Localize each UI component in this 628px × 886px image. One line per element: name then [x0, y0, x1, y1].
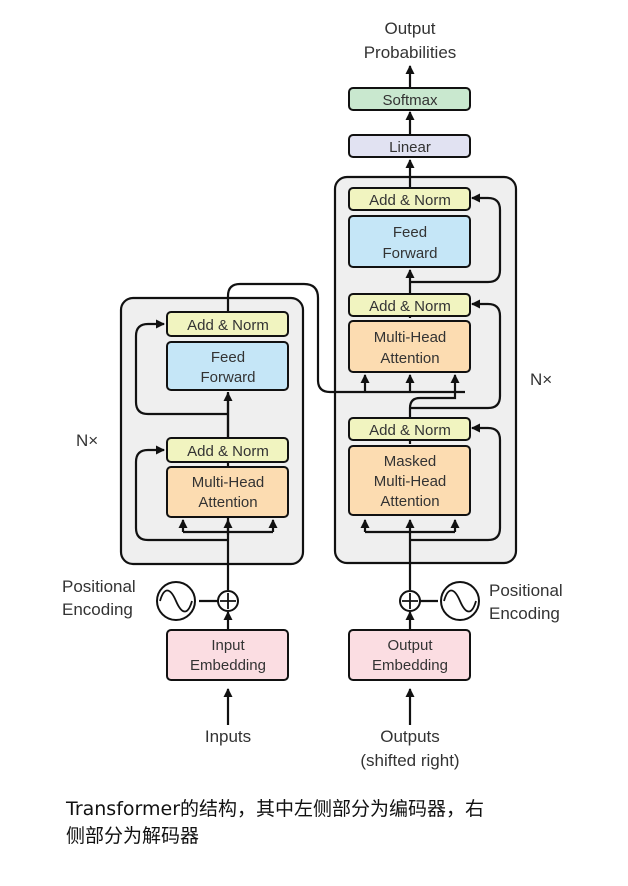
encoder-multi-head-attention: Multi-Head Attention — [166, 466, 289, 518]
transformer-architecture-diagram: Add & Norm Feed Forward Add & Norm Multi… — [62, 19, 563, 770]
decoder-masked-attention: Masked Multi-Head Attention — [348, 445, 471, 516]
decoder-multi-head-attention: Multi-Head Attention — [348, 320, 471, 373]
output-embedding-label-2: Embedding — [372, 657, 448, 674]
decoder-add-norm-middle: Add & Norm — [348, 293, 471, 317]
encoder-stack — [119, 296, 305, 566]
inputs-label: Inputs — [205, 727, 251, 746]
decoder-positional-label-2: Encoding — [489, 604, 560, 623]
decoder-masked-label-2: Multi-Head — [374, 473, 447, 490]
decoder-add-norm-top-label: Add & Norm — [369, 192, 451, 209]
output-probabilities-label-2: Probabilities — [364, 43, 457, 62]
encoder-add-norm-bottom-label: Add & Norm — [187, 443, 269, 460]
decoder-feed-forward-label-1: Feed — [393, 224, 427, 241]
linear-label: Linear — [389, 139, 431, 156]
encoder-positional-label-1: Positional — [62, 577, 136, 596]
decoder-masked-label-1: Masked — [384, 453, 437, 470]
input-embedding-label-2: Embedding — [190, 657, 266, 674]
encoder-feed-forward: Feed Forward — [166, 341, 289, 391]
caption-line-1: Transformer的结构，其中左侧部分为编码器，右 — [66, 798, 485, 820]
figure-caption: Transformer的结构，其中左侧部分为编码器，右 侧部分为解码器 — [66, 796, 586, 850]
input-embedding: Input Embedding — [166, 629, 289, 681]
decoder-add-norm-bottom: Add & Norm — [348, 417, 471, 441]
encoder-attention-label-2: Attention — [198, 494, 257, 511]
encoder-attention-label-1: Multi-Head — [192, 474, 265, 491]
outputs-shifted-label: (shifted right) — [360, 751, 459, 770]
decoder-masked-label-3: Attention — [380, 493, 439, 510]
encoder-add-norm-top: Add & Norm — [166, 311, 289, 337]
encoder-repeat-label: N× — [76, 431, 98, 450]
decoder-add-norm-top: Add & Norm — [348, 187, 471, 211]
input-embedding-label-1: Input — [211, 637, 245, 654]
linear-layer: Linear — [348, 134, 471, 158]
encoder-add-norm-bottom: Add & Norm — [166, 437, 289, 463]
encoder-positional-label-2: Encoding — [62, 600, 133, 619]
decoder-positional-label-1: Positional — [489, 581, 563, 600]
encoder-positional-encoding: Positional Encoding — [62, 577, 239, 621]
output-embedding: Output Embedding — [348, 629, 471, 681]
encoder-add-norm-top-label: Add & Norm — [187, 317, 269, 334]
outputs-label: Outputs — [380, 727, 440, 746]
decoder-feed-forward-label-2: Forward — [382, 245, 437, 262]
decoder-attention-label-1: Multi-Head — [374, 329, 447, 346]
decoder-add-norm-bottom-label: Add & Norm — [369, 422, 451, 439]
decoder-add-norm-middle-label: Add & Norm — [369, 298, 451, 315]
output-embedding-label-1: Output — [387, 637, 433, 654]
encoder-feed-forward-label-2: Forward — [200, 369, 255, 386]
encoder-feed-forward-label-1: Feed — [211, 349, 245, 366]
output-probabilities-label-1: Output — [384, 19, 435, 38]
decoder-feed-forward: Feed Forward — [348, 215, 471, 268]
decoder-repeat-label: N× — [530, 370, 552, 389]
decoder-positional-encoding: Positional Encoding — [399, 581, 563, 623]
softmax-layer: Softmax — [348, 87, 471, 111]
decoder-attention-label-2: Attention — [380, 350, 439, 367]
caption-line-2: 侧部分为解码器 — [66, 825, 200, 847]
softmax-label: Softmax — [382, 92, 438, 109]
